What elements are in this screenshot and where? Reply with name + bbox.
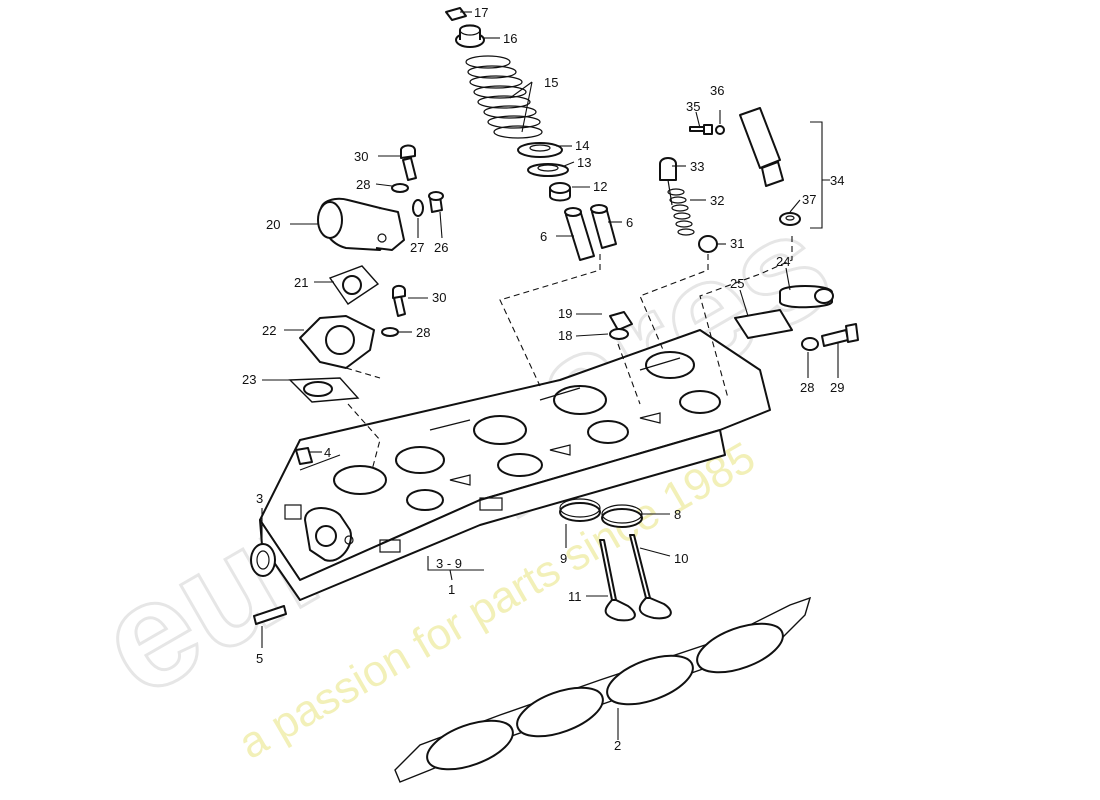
callout-12: 12 <box>593 179 607 194</box>
callout-19: 19 <box>558 306 572 321</box>
spring-32 <box>667 188 695 236</box>
callout-6-right: 6 <box>626 215 633 230</box>
callout-1: 1 <box>448 582 455 597</box>
callout-28-right: 28 <box>800 380 814 395</box>
callout-23: 23 <box>242 372 256 387</box>
callout-25: 25 <box>730 276 744 291</box>
valve-spring-stack <box>445 7 617 261</box>
springs <box>465 55 543 139</box>
bracket-parts <box>609 285 859 351</box>
callout-4: 4 <box>324 445 331 460</box>
valves <box>599 534 672 622</box>
callout-5: 5 <box>256 651 263 666</box>
callout-31: 31 <box>730 236 744 251</box>
callout-30-mid: 30 <box>432 290 446 305</box>
callout-3: 3 <box>256 491 263 506</box>
callout-27: 27 <box>410 240 424 255</box>
callout-36: 36 <box>710 83 724 98</box>
callout-35: 35 <box>686 99 700 114</box>
callout-28-mid: 28 <box>416 325 430 340</box>
callout-9: 9 <box>560 551 567 566</box>
cylinder-head <box>259 329 771 601</box>
callout-26: 26 <box>434 240 448 255</box>
leader-lines <box>261 11 839 740</box>
callout-2: 2 <box>614 738 621 753</box>
head-gasket <box>394 596 812 783</box>
callout-3-9: 3 - 9 <box>436 556 462 571</box>
callout-21: 21 <box>294 275 308 290</box>
callout-32: 32 <box>710 193 724 208</box>
callout-6-left: 6 <box>540 229 547 244</box>
callout-37: 37 <box>802 192 816 207</box>
stud-and-pin <box>250 447 313 625</box>
callout-18: 18 <box>558 328 572 343</box>
left-side-parts <box>288 144 444 403</box>
callout-16: 16 <box>503 31 517 46</box>
valve-rings <box>559 498 643 528</box>
callout-28-top: 28 <box>356 177 370 192</box>
callout-24: 24 <box>776 254 790 269</box>
callout-29: 29 <box>830 380 844 395</box>
callout-10: 10 <box>674 551 688 566</box>
callout-22: 22 <box>262 323 276 338</box>
callout-30-top: 30 <box>354 149 368 164</box>
callout-14: 14 <box>575 138 589 153</box>
callout-15: 15 <box>544 75 558 90</box>
callouts: 17 16 15 14 13 12 6 6 36 35 33 32 34 37 … <box>242 5 844 753</box>
callout-13: 13 <box>577 155 591 170</box>
callout-20: 20 <box>266 217 280 232</box>
callout-34: 34 <box>830 173 844 188</box>
callout-17: 17 <box>474 5 488 20</box>
callout-11: 11 <box>568 589 582 604</box>
callout-33: 33 <box>690 159 704 174</box>
callout-8: 8 <box>674 507 681 522</box>
